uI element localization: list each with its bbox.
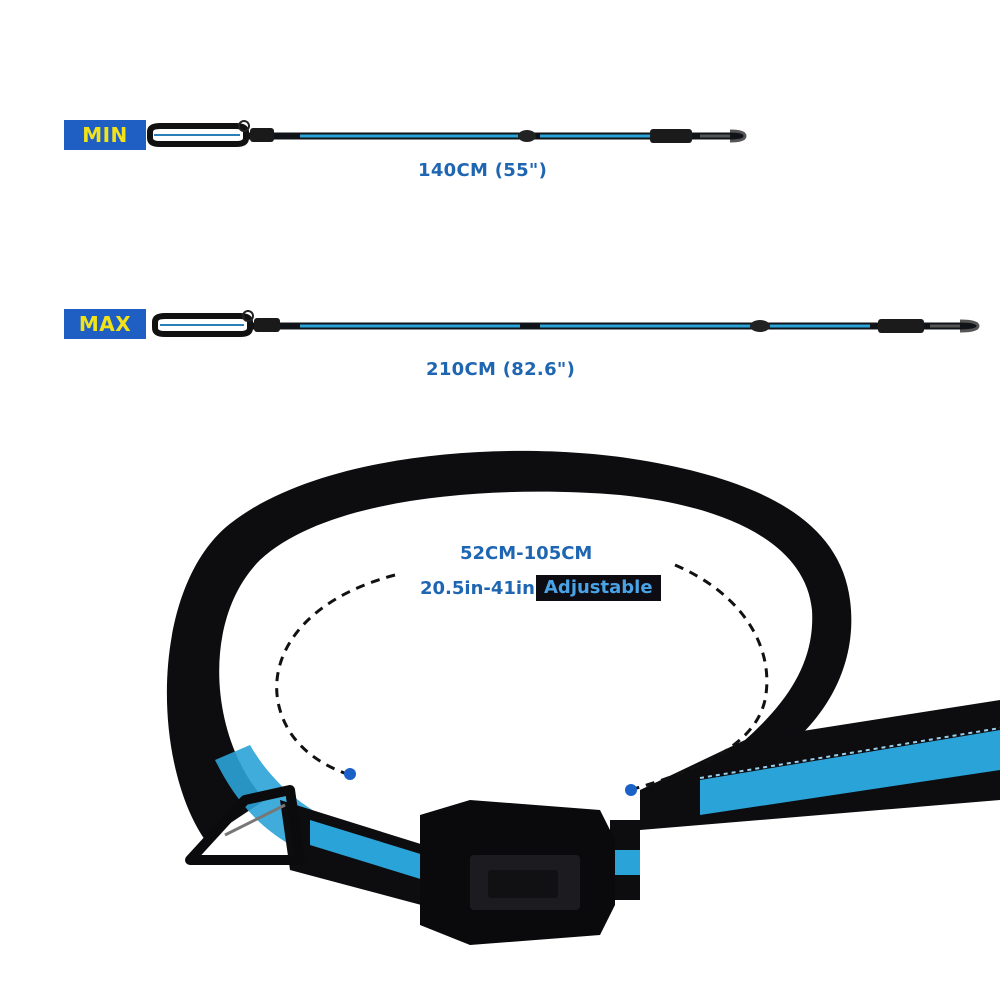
max-badge: MAX [64, 309, 146, 339]
max-length-label: 210CM (82.6") [426, 359, 576, 380]
max-leash-image [152, 310, 980, 337]
belt-range-cm: 52CM-105CM [460, 543, 593, 564]
waist-belt-image [166, 450, 1000, 945]
min-badge: MIN [64, 120, 146, 150]
min-badge-label: MIN [82, 123, 128, 147]
belt-range-in: 20.5in-41in [420, 578, 535, 599]
adjustable-tag: Adjustable [536, 575, 661, 601]
max-badge-label: MAX [78, 312, 132, 336]
min-leash-image [147, 120, 747, 147]
min-length-label: 140CM (55") [418, 160, 548, 181]
